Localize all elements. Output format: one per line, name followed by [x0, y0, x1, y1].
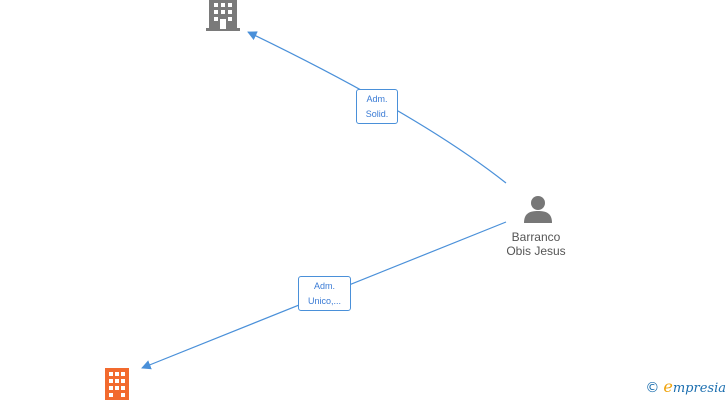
- copyright-icon: ©: [645, 380, 660, 396]
- edge-label-top-line1: Adm.: [366, 94, 388, 104]
- edge-label-top-line2: Solid.: [365, 109, 389, 119]
- edge-label-top[interactable]: Adm. Solid.: [356, 89, 398, 124]
- edge-label-bottom[interactable]: Adm. Unico,...: [298, 276, 351, 311]
- edge-label-bottom-line2: Unico,...: [307, 296, 341, 306]
- footer-brand: © empresia: [645, 378, 726, 398]
- brand-logo: empresia: [663, 378, 726, 398]
- person-name-label[interactable]: Barranco Obis Jesus: [481, 230, 591, 258]
- company-building-icon-bottom[interactable]: [103, 368, 131, 400]
- brand-logo-rest: mpresia: [672, 381, 726, 396]
- edge-line-top: [247, 31, 507, 184]
- person-name-line2: Obis Jesus: [506, 244, 566, 258]
- brand-logo-first-letter: e: [663, 377, 673, 396]
- edge-label-bottom-line1: Adm.: [313, 281, 335, 291]
- person-name-line1: Barranco: [511, 230, 561, 244]
- company-building-icon-top[interactable]: [206, 0, 240, 32]
- person-icon[interactable]: [523, 194, 553, 224]
